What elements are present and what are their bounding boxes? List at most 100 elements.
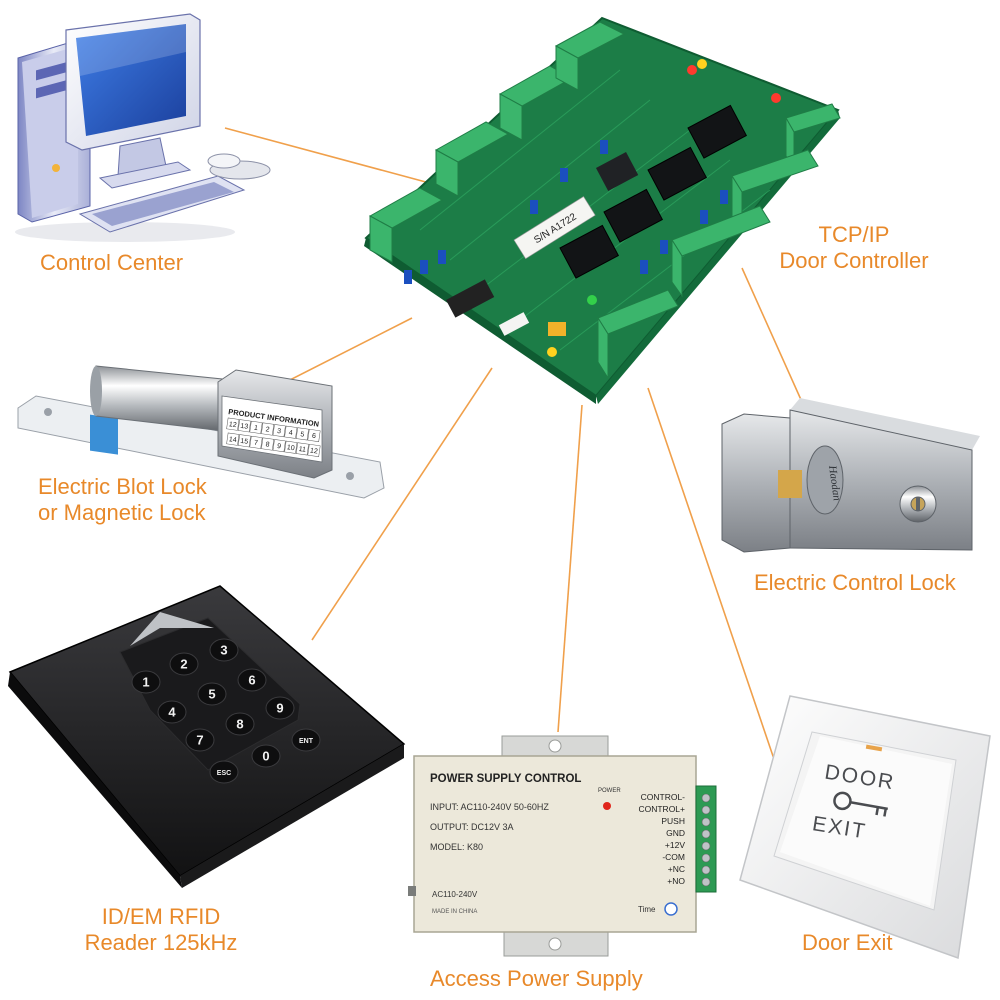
sticker-number: 9 [277, 443, 282, 450]
label-door-controller-line1: TCP/IP [818, 222, 890, 247]
sticker-number: 11 [298, 446, 306, 454]
sticker-cell [249, 435, 263, 449]
keypad-key [185, 728, 215, 752]
sticker-cell [295, 442, 309, 456]
lock-brand-label: Haodan [826, 464, 843, 502]
control-lock-image: Haodan [721, 398, 980, 553]
keypad-key-label: 8 [236, 717, 243, 732]
psu-terminal-label: PUSH [661, 816, 685, 826]
keypad-key [209, 760, 239, 784]
door-controller-board: S/N A1722 [364, 16, 841, 404]
keypad-key-label: 5 [208, 687, 215, 702]
keypad-key [169, 652, 199, 676]
keypad-key [197, 682, 227, 706]
keypad-key-label: 1 [142, 675, 149, 690]
door-exit-button-image: DOOR EXIT [739, 695, 991, 960]
label-door-controller-line2: Door Controller [779, 248, 929, 273]
sticker-number: 2 [265, 426, 270, 433]
psu-terminal-labels: CONTROL- CONTROL+ PUSH GND +12V -COM +NC +NO [638, 792, 685, 886]
sticker-cell [272, 424, 286, 438]
label-bolt-lock-line2: or Magnetic Lock [38, 500, 206, 525]
label-door-exit-text: Door Exit [802, 930, 893, 955]
psu-power-label: POWER [598, 788, 621, 794]
psu-time-knob [664, 902, 678, 916]
psu-terminal-label: GND [666, 828, 685, 838]
label-rfid-reader-line2: Reader 125kHz [84, 930, 238, 955]
psu-terminal-label: +NO [667, 876, 685, 886]
keypad-key-label: 2 [180, 657, 187, 672]
sticker-cell [295, 427, 309, 441]
keypad-key [131, 670, 161, 694]
psu-terminal-label: +12V [665, 840, 685, 850]
sticker-number: 13 [240, 423, 249, 431]
sticker-cell [307, 443, 321, 457]
psu-output: OUTPUT: DC12V 3A [430, 822, 514, 832]
label-rfid-reader: ID/EM RFID Reader 125kHz [66, 904, 256, 956]
psu-terminal-label: -COM [662, 852, 685, 862]
sticker-cell [237, 434, 251, 448]
label-control-lock-text: Electric Control Lock [754, 570, 956, 595]
keypad-key-label: 3 [220, 643, 227, 658]
key-icon [833, 791, 888, 817]
psu-terminal-label: CONTROL+ [638, 804, 685, 814]
label-power-supply-text: Access Power Supply [430, 966, 643, 991]
label-control-lock: Electric Control Lock [754, 570, 956, 596]
psu-title: POWER SUPPLY CONTROL [430, 773, 581, 785]
sticker-cell [272, 439, 286, 453]
keypad-key [251, 744, 281, 768]
keypad-key [291, 728, 321, 752]
sticker-cell [226, 432, 240, 446]
label-door-exit: Door Exit [802, 930, 892, 956]
keypad-key-label: 7 [196, 733, 203, 748]
sticker-number: 3 [277, 428, 282, 435]
psu-ac-rating: AC110-240V [432, 890, 478, 899]
psu-model: MODEL: K80 [430, 842, 483, 852]
psu-time-label: Time [638, 905, 656, 914]
sticker-cell [284, 440, 298, 454]
sticker-cell [249, 420, 263, 434]
sticker-cell [284, 425, 298, 439]
connector-door-exit [647, 387, 776, 763]
label-door-controller: TCP/IP Door Controller [770, 222, 938, 274]
psu-terminal-label: CONTROL- [641, 792, 686, 802]
connector-lines [224, 127, 803, 763]
sticker-cell [261, 422, 275, 436]
keypad-key-label: ESC [217, 770, 231, 777]
keypad-key [237, 668, 267, 692]
connector-bolt-lock [281, 317, 413, 385]
sticker-cell [226, 417, 240, 431]
label-control-center: Control Center [40, 250, 183, 276]
keypad-key-label: 6 [248, 673, 255, 688]
keypad-key-label: 0 [262, 749, 269, 764]
power-supply-image: POWER SUPPLY CONTROL INPUT: AC110-240V 5… [408, 735, 717, 957]
keypad-key-label: ENT [299, 738, 314, 745]
keypad-key [265, 696, 295, 720]
connector-power-supply [557, 404, 583, 733]
sticker-number: 12 [228, 421, 237, 429]
label-rfid-reader-line1: ID/EM RFID [101, 904, 221, 929]
sticker-number: 14 [228, 436, 237, 444]
sticker-number: 12 [310, 447, 319, 455]
label-bolt-lock: Electric Blot Lock or Magnetic Lock [38, 474, 207, 526]
psu-input: INPUT: AC110-240V 50-60HZ [430, 802, 549, 812]
label-bolt-lock-line1: Electric Blot Lock [38, 474, 207, 499]
computer-icon [15, 13, 271, 242]
keypad-key-label: 4 [168, 705, 176, 720]
connector-control-lock [741, 267, 803, 403]
psu-terminal-label: +NC [668, 864, 685, 874]
label-power-supply: Access Power Supply [430, 966, 643, 992]
keypad-key [225, 712, 255, 736]
connector-rfid-reader [311, 367, 493, 641]
keypad-key [157, 700, 187, 724]
sticker-cell [237, 419, 251, 433]
sticker-cell [307, 428, 321, 442]
sticker-number: 8 [265, 441, 270, 448]
sticker-number: 1 [253, 425, 258, 432]
